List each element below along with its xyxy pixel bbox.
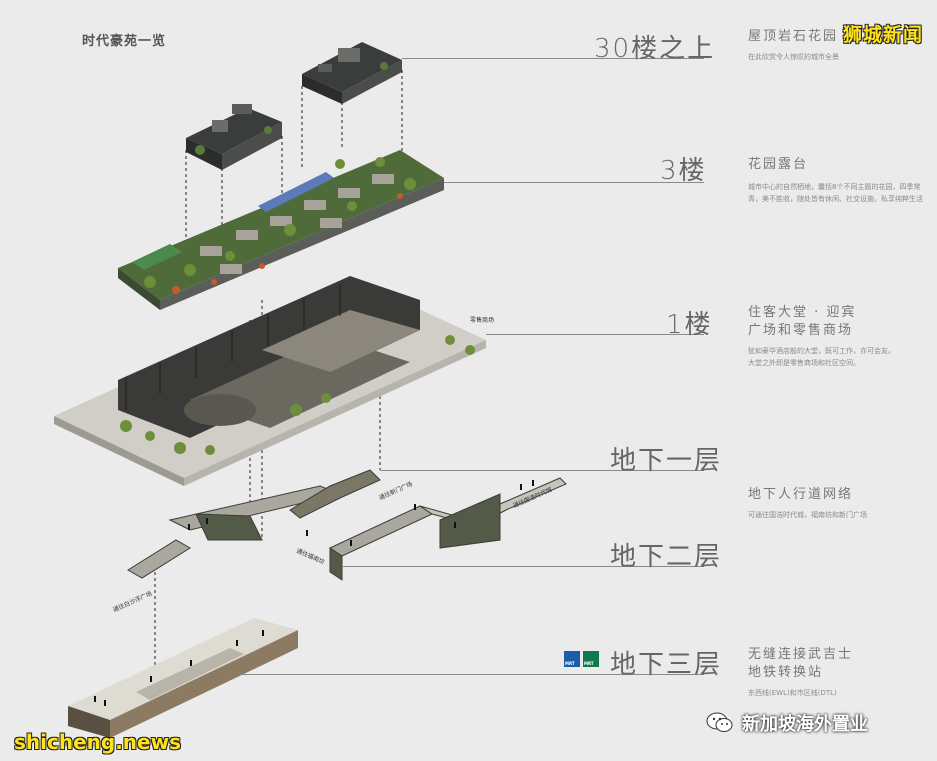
level-3-line [444,182,704,183]
level-30-title: 屋顶岩石花园 [748,29,839,44]
level-b3-subtitle-1: 东西线(EWL)和市区线(DTL) [748,689,837,697]
rooftop-block-2 [302,42,402,104]
page-title: 时代豪苑一览 [82,34,167,49]
mrt-icon-blue: MRT [564,651,580,667]
retail-label: 零售商场 [470,316,494,324]
level-1-line [486,334,704,335]
garden-terrace [118,150,444,310]
wechat-watermark: 新加坡海外置业 [706,710,868,736]
watermark-bottom: shicheng.news [14,730,181,754]
to-mrt-label: 通往地铁站 [64,740,94,748]
level-1-label: 1楼 [666,310,713,340]
level-b3-line [240,674,704,675]
level-3-title: 花园露台 [748,157,809,172]
level-b1-label: 地下一层 [610,446,723,476]
level-b1-title: 地下人行道网络 [748,487,854,502]
level-b1-line [380,470,704,471]
level-1-title: 住客大堂 · 迎宾 广场和零售商场 [748,305,857,338]
watermark-top: 狮城新闻 [842,24,923,46]
level-1-subtitle-2: 大堂之外即是零售商场和社区空间。 [748,359,860,367]
level-b3-title: 无缝连接武吉士 地铁转换站 [748,647,854,680]
to-bs-label: 通往福南坊 [295,547,326,567]
level-3-label: 3楼 [660,156,707,186]
people-figures [188,480,534,546]
wechat-icon [706,712,733,732]
level-1-subtitle-1: 犹如豪华酒店般的大堂，既可工作，亦可会友。 [748,347,895,355]
level-3-subtitle-2: 青，美不胜收，随处皆有休闲、社交设施，私享纯粹生活 [748,195,923,203]
mrt-icon-green: MRT [583,651,599,667]
rooftop-block-1 [186,104,282,170]
level-3-subtitle-1: 城市中心的自然栖地，囊括8个不同主题的花园，四季常 [748,183,921,191]
level-30-subtitle-1: 在此欣赏令人惊叹的城市全景 [748,53,839,61]
to-plaza-label: 通往新门广场 [378,480,414,502]
basement-walkways [127,469,567,581]
level-b2-line [342,566,704,567]
level-30-line [402,58,704,59]
level-b2-label: 地下二层 [610,542,723,572]
mrt-logo: MRT MRT [564,651,599,667]
level-b1-subtitle-1: 可通往国浩时代城，福南坊和新门广场 [748,511,867,519]
ground-floor [54,276,486,486]
level-30-label: 30楼之上 [594,34,716,64]
wechat-account-name: 新加坡海外置业 [742,714,868,735]
level-b3-label: 地下三层 [610,650,723,680]
to-bugis-label: 通往白沙浮广场 [112,589,154,613]
mrt-platform [68,618,298,738]
